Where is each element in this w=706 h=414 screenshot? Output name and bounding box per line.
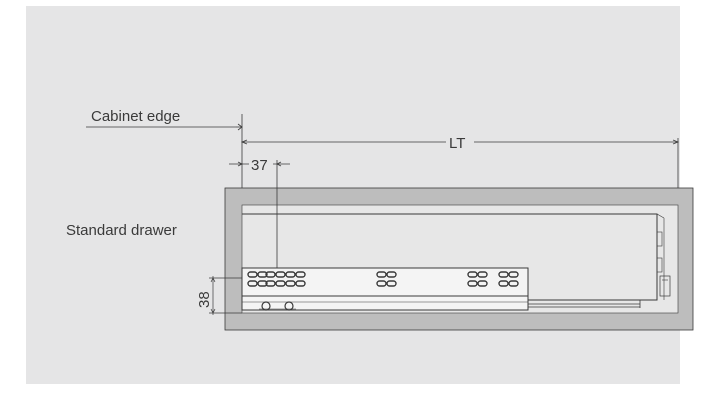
mounting-slot: [508, 280, 519, 287]
mounting-slot: [386, 280, 397, 287]
mounting-slot: [467, 271, 478, 278]
mounting-slot: [257, 280, 268, 287]
mounting-slot: [467, 280, 478, 287]
mounting-slot: [295, 271, 306, 278]
dim-37-label: 37: [251, 157, 268, 174]
dimension-38: 38: [196, 276, 242, 315]
dimension-37: 37: [229, 156, 290, 268]
mounting-slot: [295, 280, 306, 287]
mounting-slot: [477, 271, 488, 278]
mounting-slot: [275, 271, 286, 278]
mounting-slot: [265, 280, 276, 287]
mounting-slot: [285, 280, 296, 287]
mounting-slot: [376, 271, 387, 278]
mounting-slot: [376, 280, 387, 287]
mounting-slot: [508, 271, 519, 278]
mounting-slot: [257, 271, 268, 278]
mounting-slot: [498, 280, 509, 287]
dim-38-label: 38: [196, 291, 213, 308]
mounting-slot: [477, 280, 488, 287]
mounting-slot: [285, 271, 296, 278]
cabinet-frame: [224, 187, 694, 331]
mounting-slot: [498, 271, 509, 278]
drawer-slide: [241, 267, 641, 311]
slide-mounting-holes: [247, 271, 519, 287]
mounting-slot: [265, 271, 276, 278]
lt-label: LT: [449, 135, 465, 152]
standard-drawer-label: Standard drawer: [66, 222, 177, 239]
mounting-slot: [247, 280, 258, 287]
mounting-slot: [247, 271, 258, 278]
mounting-slot: [275, 280, 286, 287]
mounting-slot: [386, 271, 397, 278]
cabinet-edge-label: Cabinet edge: [91, 108, 180, 125]
fixing-hole-right: [284, 301, 294, 311]
cabinet-edge-callout: Cabinet edge: [86, 108, 243, 188]
lt-dimension: LT: [240, 134, 680, 188]
fixing-hole-left: [261, 301, 271, 311]
